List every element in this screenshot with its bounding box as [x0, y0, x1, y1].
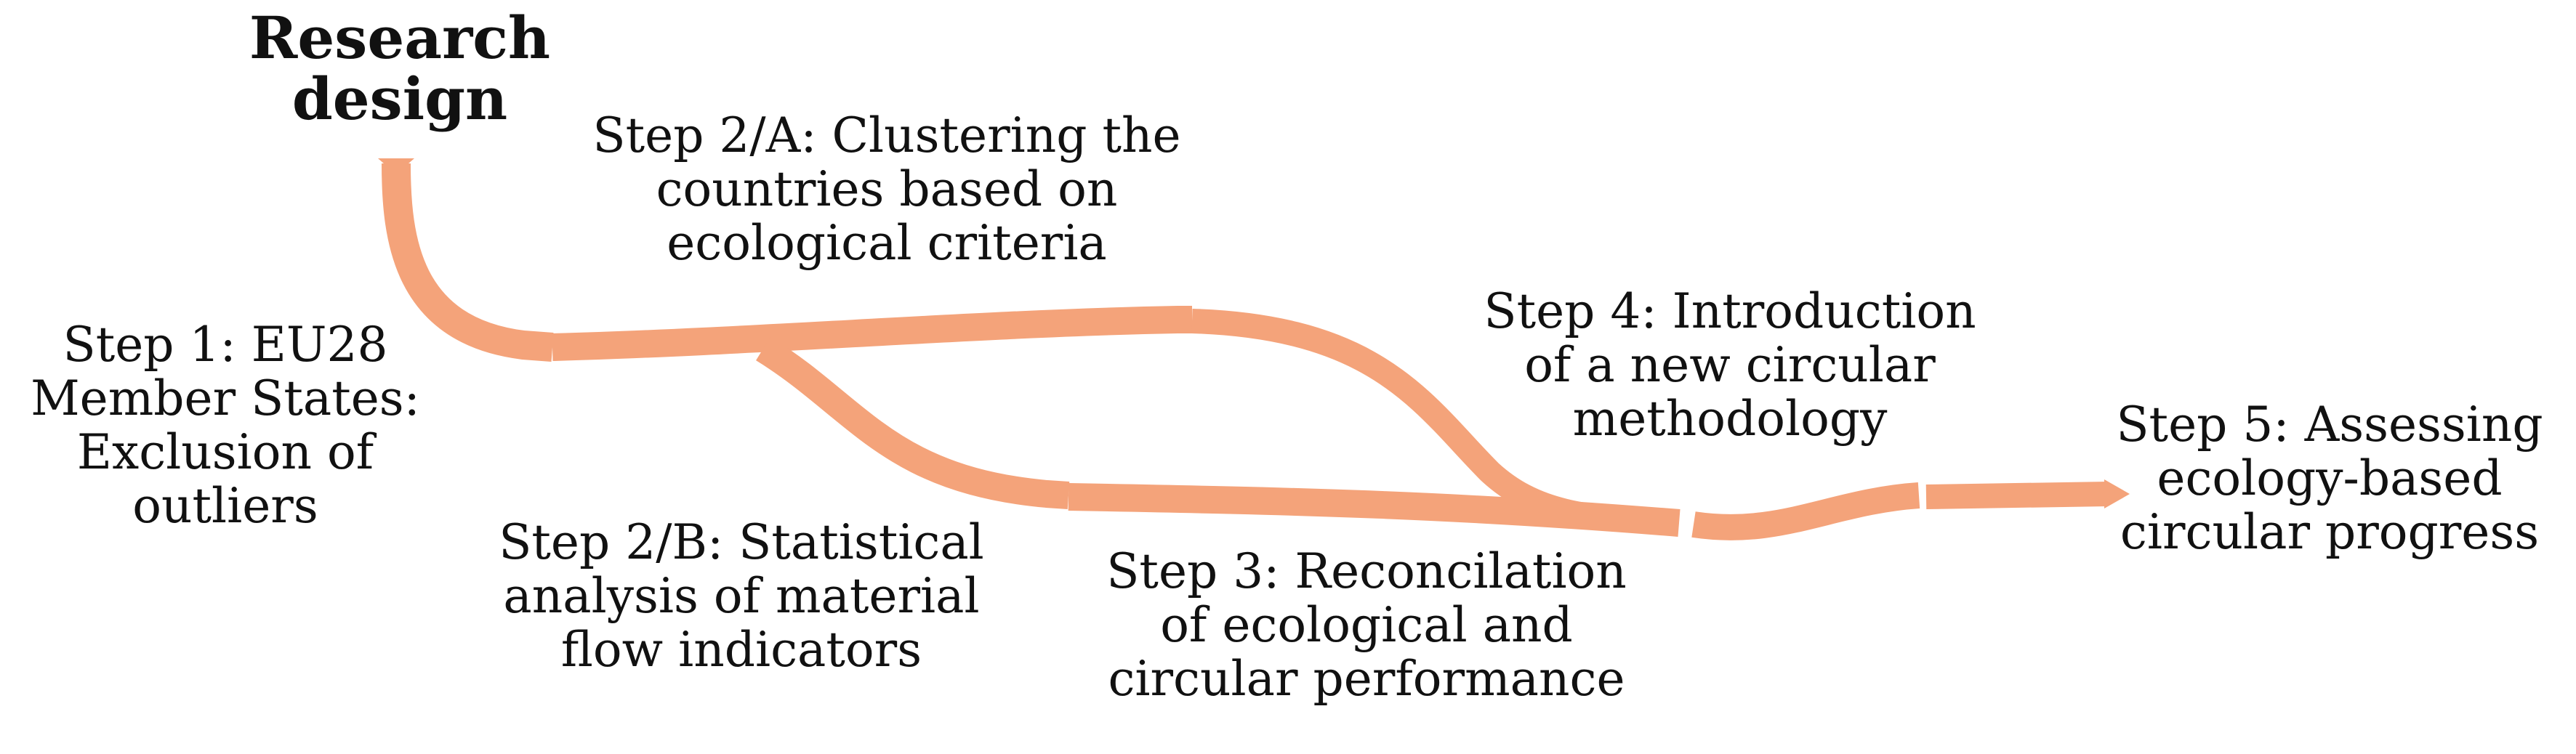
step-4-line-2: of a new circular: [1524, 336, 1936, 393]
step-2a-label: Step 2/A: Clustering the countries based…: [552, 109, 1221, 270]
step-2b-line-1: Step 2/B: Statistical: [499, 514, 984, 570]
flow-final: [1925, 482, 2109, 509]
title-line-2: design: [291, 65, 508, 133]
step-2b-label: Step 2/B: Statistical analysis of materi…: [451, 516, 1032, 677]
flow-branch-b: [756, 336, 1070, 509]
research-design-title: Research design: [240, 7, 560, 129]
step-1-line-3: Exclusion of: [76, 423, 374, 480]
step-3-line-1: Step 3: Reconcilation: [1106, 543, 1627, 599]
step-3-line-2: of ecological and: [1160, 596, 1573, 653]
step-2b-line-2: analysis of material: [503, 567, 980, 624]
flow-branch-a: [552, 306, 1192, 361]
step-1-line-1: Step 1: EU28: [63, 317, 388, 373]
flow-merged: [1691, 482, 1920, 540]
step-3-line-3: circular performance: [1108, 650, 1625, 707]
flow-trunk: [382, 163, 554, 362]
step-5-line-2: ecology-based: [2157, 450, 2503, 506]
step-2b-line-3: flow indicators: [560, 621, 922, 678]
trunk-notch-top: [378, 158, 414, 174]
step-2a-line-3: ecological criteria: [667, 214, 1107, 271]
title-line-1: Research: [249, 4, 551, 72]
step-1-label: Step 1: EU28 Member States: Exclusion of…: [4, 318, 447, 533]
flow-arrowhead: [2104, 479, 2130, 508]
step-1-line-2: Member States:: [31, 370, 420, 426]
step-4-line-1: Step 4: Introduction: [1484, 283, 1976, 339]
step-5-line-3: circular progress: [2120, 503, 2540, 560]
step-3-label: Step 3: Reconcilation of ecological and …: [1061, 545, 1672, 706]
step-5-label: Step 5: Assessing ecology-based circular…: [2086, 398, 2573, 559]
step-2a-line-2: countries based on: [656, 161, 1118, 217]
step-2a-line-1: Step 2/A: Clustering the: [592, 108, 1181, 163]
flow-branch-b-continued: [1068, 483, 1681, 537]
step-5-line-1: Step 5: Assessing: [2116, 397, 2543, 453]
step-4-line-3: methodology: [1572, 390, 1888, 447]
step-4-label: Step 4: Introduction of a new circular m…: [1425, 285, 2035, 446]
step-1-line-4: outliers: [132, 477, 318, 534]
